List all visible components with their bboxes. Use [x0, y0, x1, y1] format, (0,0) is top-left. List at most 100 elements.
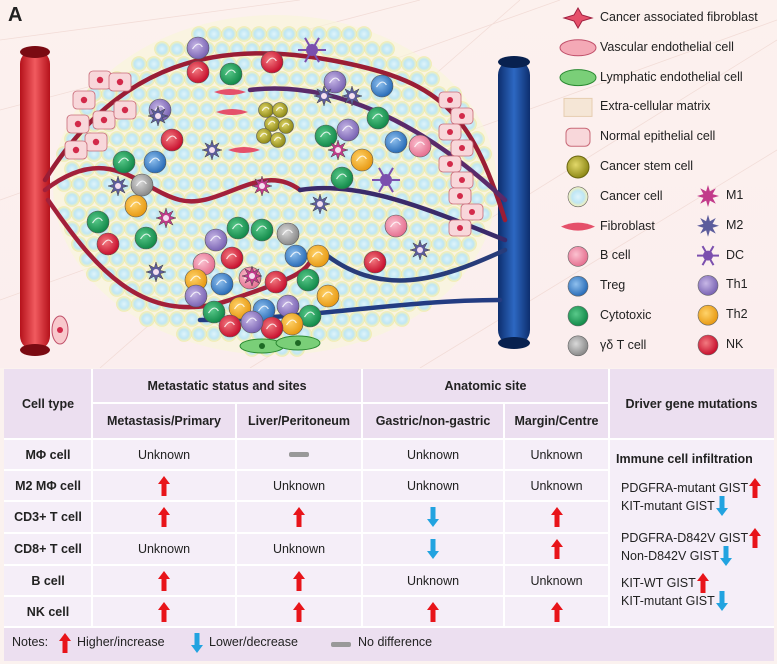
cancer-cell — [311, 146, 327, 162]
cancer-cell — [334, 41, 350, 57]
driver-title: Immune cell infiltration — [616, 452, 753, 466]
notes-higher: Higher/increase — [77, 635, 165, 649]
cancer-cell — [161, 266, 177, 282]
cancer-cell — [446, 236, 462, 252]
cancer-cell — [289, 131, 305, 147]
table-cell-arrow — [236, 596, 362, 627]
cancer-cell — [364, 311, 380, 327]
th2-icon — [697, 304, 719, 326]
cancer-cell — [206, 86, 222, 102]
cancer-cell — [334, 311, 350, 327]
cancer-cell — [281, 56, 297, 72]
legend-label: Lymphatic endothelial cell — [600, 69, 743, 84]
notes-none: No difference — [358, 635, 433, 649]
header-metastatic-group: Metastatic status and sites — [147, 379, 307, 393]
arrow-down-icon — [715, 496, 728, 516]
arrow-up-icon — [749, 528, 762, 548]
arrow-down-icon — [719, 546, 732, 566]
cancer-cell — [334, 191, 350, 207]
cancer-cell — [79, 191, 95, 207]
table-cell: Unknown — [530, 478, 583, 493]
notes-lower: Lower/decrease — [209, 635, 298, 649]
col-header-metastasis: Metastasis/Primary — [107, 414, 221, 428]
cancer-cell — [124, 251, 140, 267]
cancer-cell — [169, 161, 185, 177]
legend-label: DC — [726, 247, 745, 262]
cancer-cell — [289, 71, 305, 87]
cancer-cell — [439, 251, 455, 267]
cancer-cell — [304, 101, 320, 117]
cancer-cell — [416, 56, 432, 72]
cancer-cell — [356, 206, 372, 222]
driver-gene-label: PDGFRA-D842V GIST — [621, 531, 749, 545]
legend-label: M2 — [726, 217, 744, 232]
cancer-cell — [109, 131, 125, 147]
cancer-cell — [244, 71, 260, 87]
driver-gene-row: PDGFRA-D842V GIST — [621, 528, 762, 548]
panel-a-label: A — [8, 4, 23, 26]
cancer-cell — [244, 191, 260, 207]
arrow-up-icon — [158, 507, 170, 527]
cancer-cell — [371, 206, 387, 222]
epithelial-icon — [565, 127, 591, 147]
cancer-cell — [356, 86, 372, 102]
driver-gene-row: PDGFRA-mutant GIST — [621, 478, 762, 498]
cancer-cell — [191, 236, 207, 252]
header-anatomic-group: Anatomic site — [444, 379, 527, 393]
stem-cell-icon — [566, 155, 590, 179]
cancer-cell — [266, 206, 282, 222]
cancer-cell — [409, 161, 425, 177]
immune-cells — [86, 36, 432, 340]
table-cell-arrow — [362, 501, 504, 533]
cancer-cell — [191, 116, 207, 132]
arrow-up-icon — [293, 570, 305, 591]
cancer-cell — [349, 221, 365, 237]
cancer-cell — [259, 251, 275, 267]
cancer-cell — [244, 161, 260, 177]
cancer-cell — [289, 101, 305, 117]
cancer-cell — [296, 116, 312, 132]
b-cell-icon — [567, 246, 589, 267]
driver-gene-label: PDGFRA-mutant GIST — [621, 481, 749, 495]
cancer-cell — [386, 236, 402, 252]
arrow-up-icon — [59, 633, 71, 653]
table-cell-arrow — [504, 533, 609, 565]
driver-gene-label: KIT-WT GIST — [621, 576, 696, 590]
cancer-cell — [296, 26, 312, 42]
cancer-cell — [431, 176, 447, 192]
cancer-cell — [259, 161, 275, 177]
cancer-cell — [364, 221, 380, 237]
artery — [20, 50, 50, 350]
cancer-cell — [349, 71, 365, 87]
cancer-cell — [281, 146, 297, 162]
arrow-up-icon — [427, 601, 439, 622]
cancer-cell — [191, 86, 207, 102]
cancer-cell — [229, 131, 245, 147]
arrow-up-icon — [158, 475, 170, 496]
cancer-cell — [274, 191, 290, 207]
cancer-cell — [394, 161, 410, 177]
vascular-endothelial-icon — [559, 39, 597, 57]
cancer-cell — [161, 86, 177, 102]
cancer-cell — [184, 131, 200, 147]
cytotoxic-icon — [567, 305, 589, 327]
cancer-cell — [274, 71, 290, 87]
caf-icon — [562, 6, 594, 30]
table-cell: Unknown — [272, 478, 326, 493]
legend-label: γδ T cell — [600, 337, 647, 352]
tumor-microenvironment-illustration — [0, 0, 777, 368]
cancer-cell — [131, 56, 147, 72]
table-cell-arrow — [92, 501, 236, 533]
cancer-cell — [94, 191, 110, 207]
cancer-cell — [139, 311, 155, 327]
cancer-cell — [341, 206, 357, 222]
cancer-cell — [146, 56, 162, 72]
cancer-cell — [169, 101, 185, 117]
dash-icon — [289, 452, 309, 457]
cancer-cell — [214, 161, 230, 177]
cancer-cell — [64, 191, 80, 207]
cancer-cell — [394, 311, 410, 327]
driver-gene-label: KIT-mutant GIST — [621, 499, 715, 513]
table-cell-arrow — [236, 565, 362, 596]
cancer-cell — [409, 281, 425, 297]
